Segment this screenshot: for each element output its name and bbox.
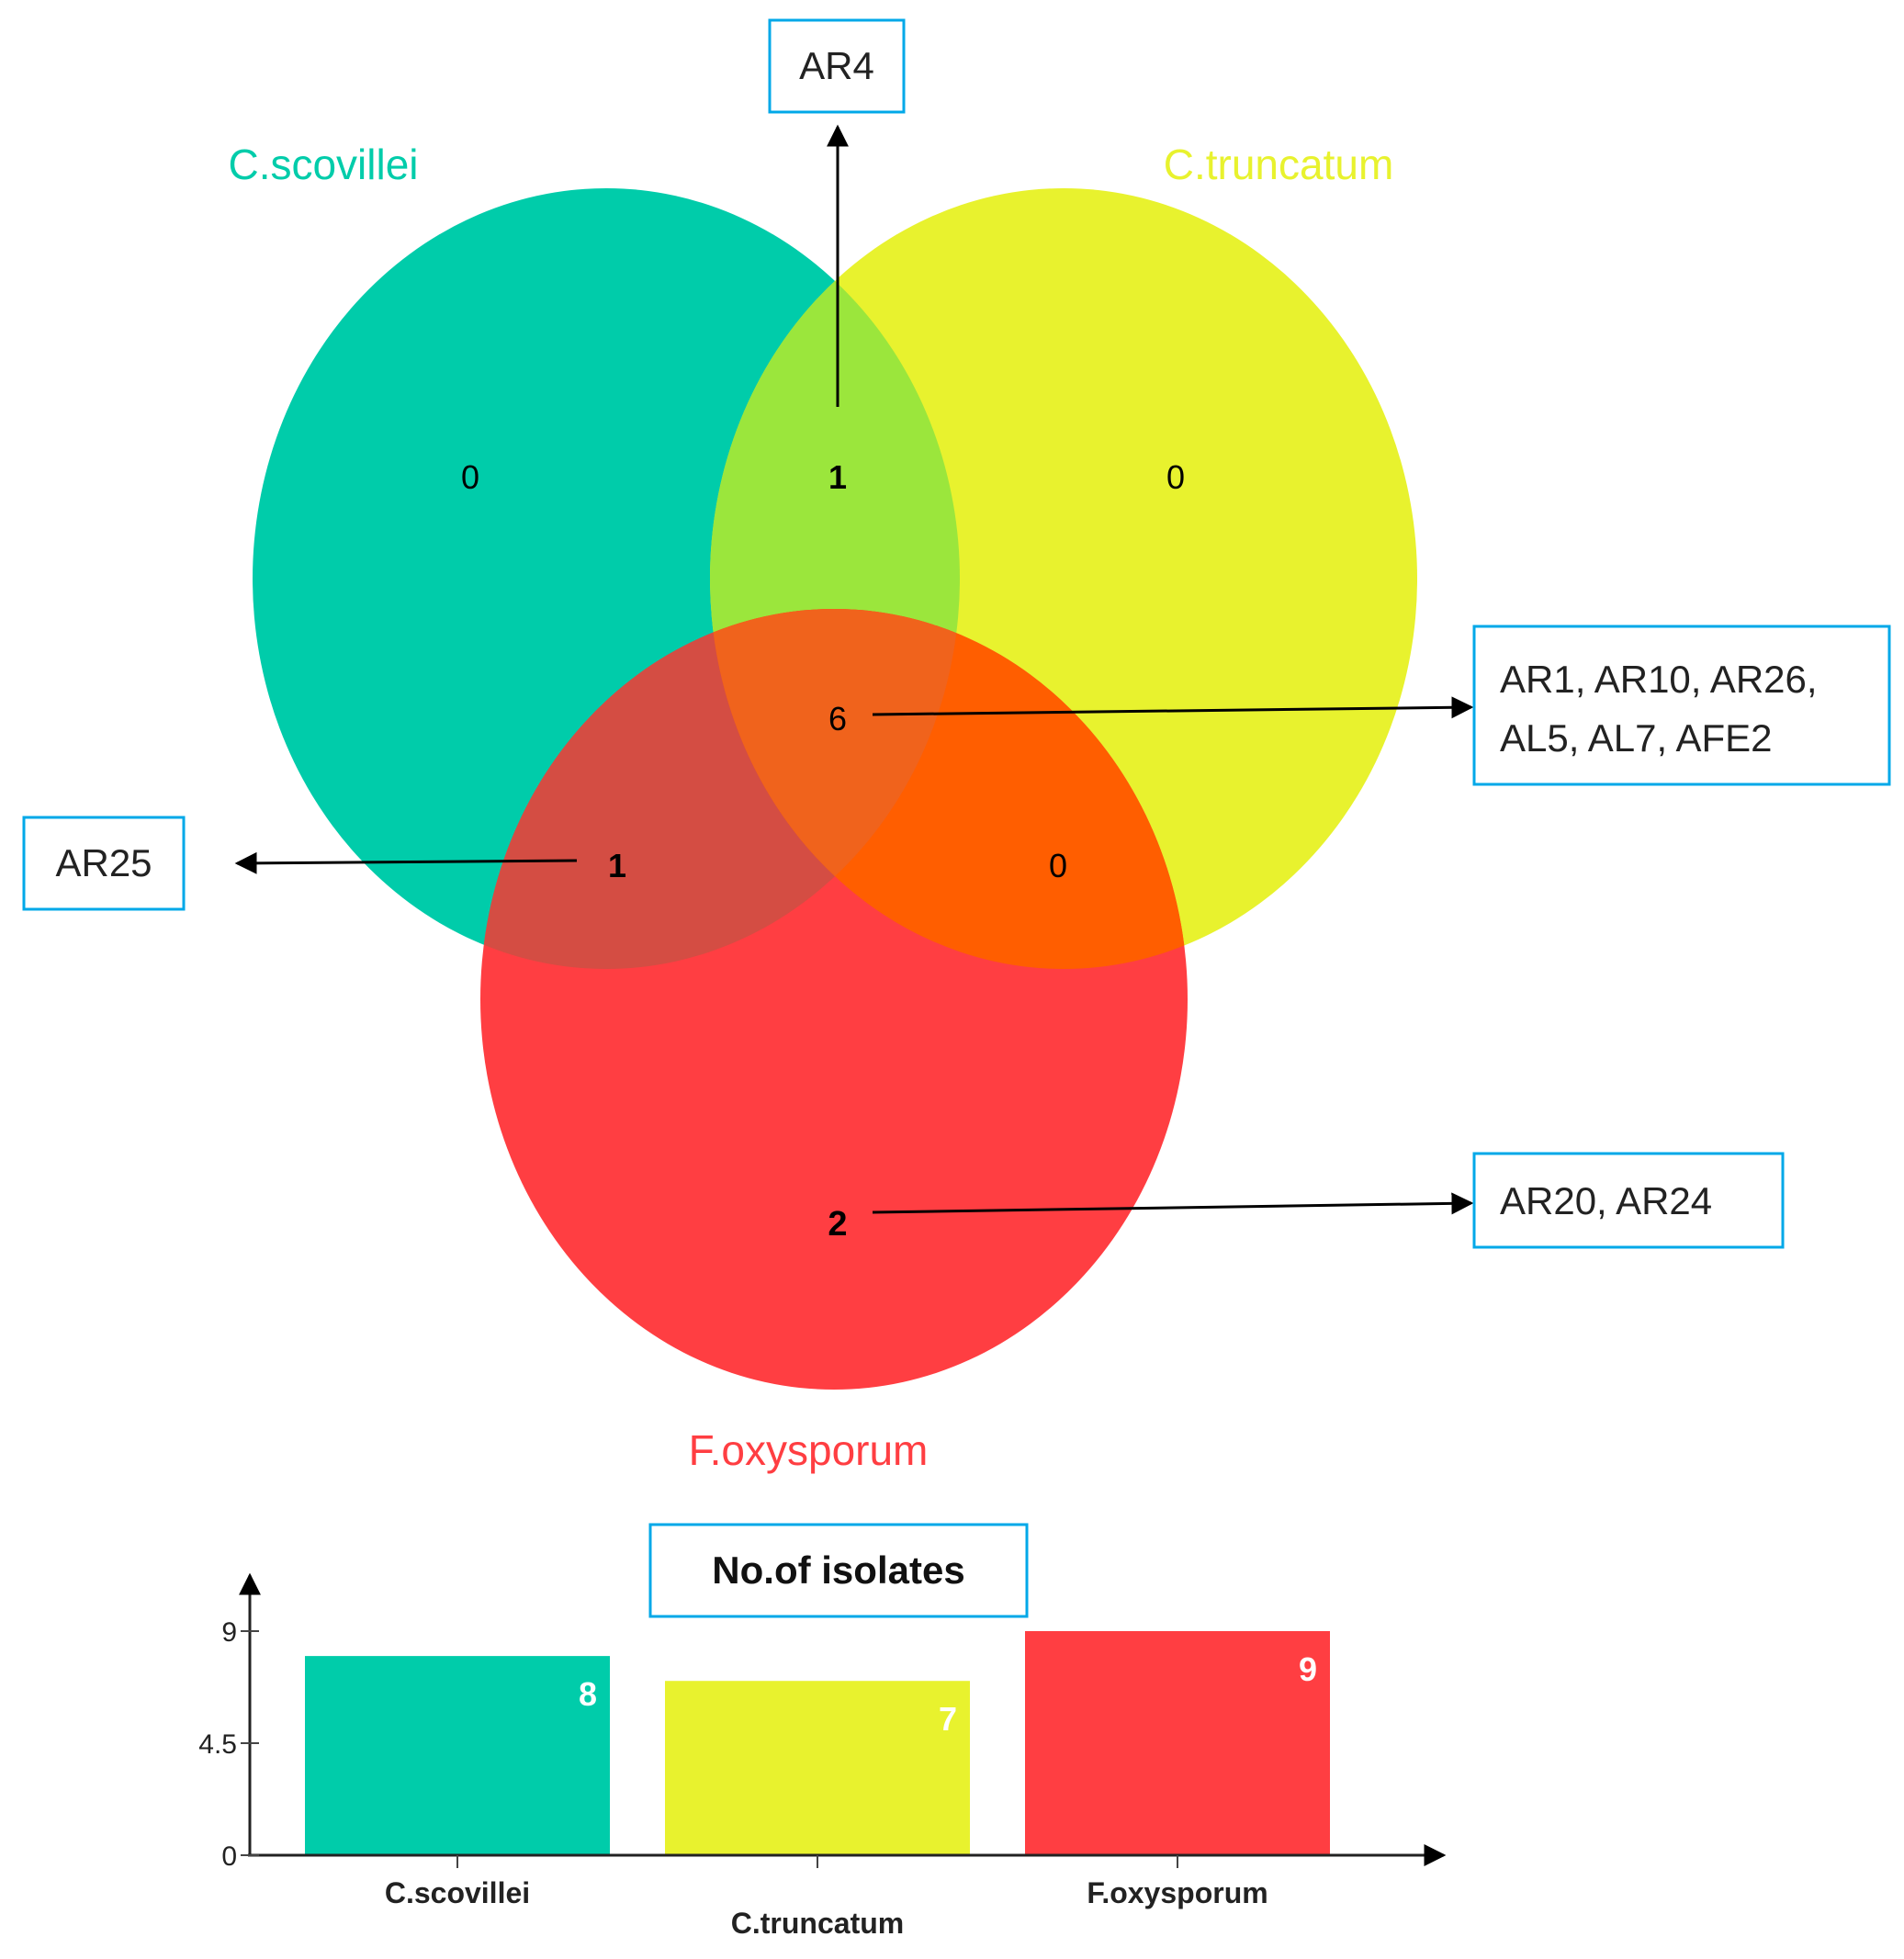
y-tick-label-0: 0 [221, 1841, 237, 1872]
count-truncatum-only: 0 [1166, 458, 1185, 496]
callout-box-all-three [1472, 625, 1891, 786]
callout-oxysporum-only: AR20, AR24 [1500, 1179, 1712, 1222]
count-scovillei-oxysporum: 1 [608, 847, 626, 884]
count-oxysporum-only: 2 [828, 1205, 847, 1244]
y-tick-label-2: 9 [221, 1617, 237, 1648]
bar-value-label-1: 7 [939, 1700, 957, 1738]
arrow-to-all-three-box [872, 696, 1474, 719]
bar-1 [665, 1681, 970, 1855]
chart-title-box [648, 1523, 1029, 1618]
bar-2 [1025, 1631, 1330, 1855]
arrow-to-oxysporum-box [872, 1192, 1474, 1215]
count-scovillei-only: 0 [461, 458, 479, 496]
region-scovillei-oxysporum [480, 609, 960, 969]
bar-value-label-2: 9 [1299, 1650, 1317, 1688]
y-tick-label-1: 4.5 [198, 1729, 237, 1760]
callout-box-oxysporum-only [1472, 1152, 1785, 1249]
callout-ar25: AR25 [55, 841, 152, 884]
count-truncatum-oxysporum: 0 [1049, 847, 1067, 884]
x-tick-label-2: F.oxysporum [1087, 1876, 1267, 1909]
x-tick-label-0: C.scovillei [385, 1876, 530, 1909]
x-tick-label-1: C.truncatum [731, 1907, 904, 1940]
callout-all-three-line2: AL5, AL7, AFE2 [1500, 716, 1773, 760]
callout-box-ar4 [768, 18, 906, 114]
bar-0 [305, 1656, 610, 1855]
callout-box-ar25 [22, 816, 186, 911]
count-all-three: 6 [828, 700, 847, 737]
bar-chart: 8 7 9 0 4.5 9 C.scovillei C.truncatum F.… [198, 1523, 1447, 1940]
region-truncatum-oxysporum [710, 609, 1188, 969]
set-label-oxysporum: F.oxysporum [689, 1426, 929, 1474]
bar-value-label-0: 8 [579, 1675, 597, 1713]
chart-title: No.of isolates [712, 1548, 964, 1592]
arrow-to-ar25 [234, 851, 578, 874]
callout-ar4: AR4 [799, 44, 874, 87]
set-label-scovillei: C.scovillei [228, 141, 418, 188]
count-scovillei-truncatum: 1 [828, 458, 847, 496]
set-label-truncatum: C.truncatum [1164, 141, 1394, 188]
callout-all-three-line1: AR1, AR10, AR26, [1500, 658, 1818, 701]
